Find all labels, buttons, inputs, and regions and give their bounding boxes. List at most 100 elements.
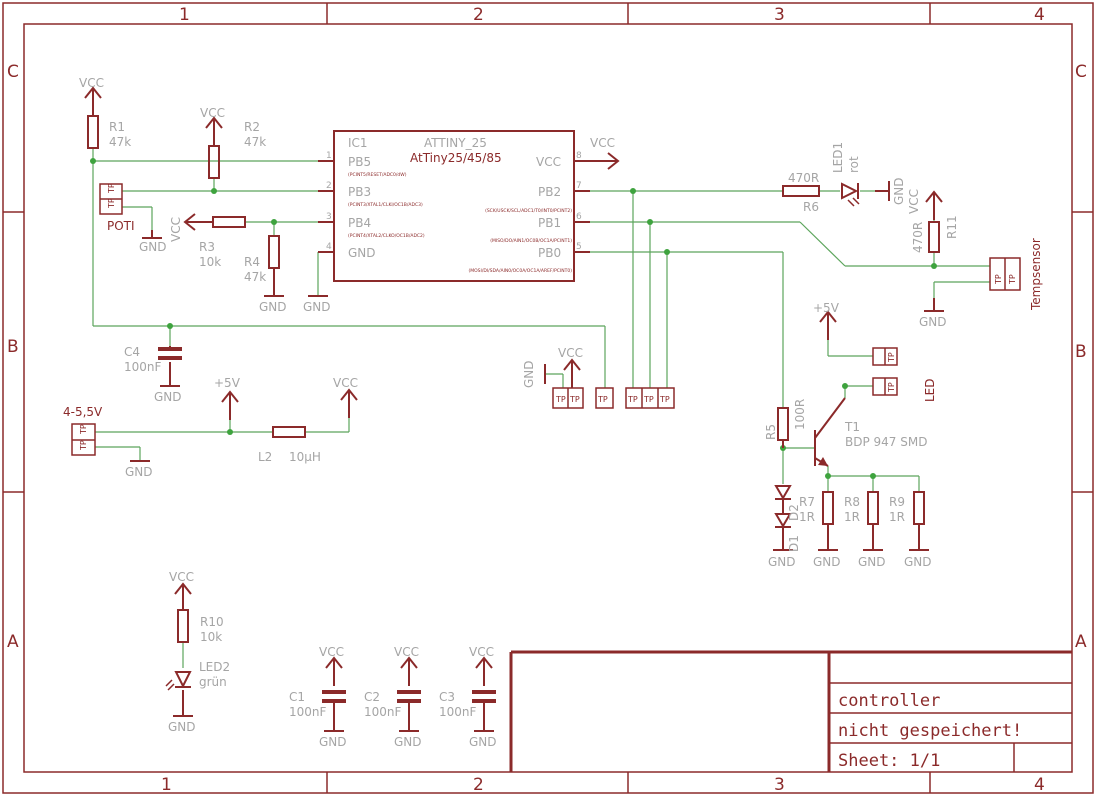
resistor-r11[interactable]: 470R R11 — [911, 215, 959, 253]
c4-name: C4 — [124, 345, 140, 359]
ic1-pin8-num: 8 — [576, 151, 582, 161]
resistor-r9[interactable]: R9 1R — [889, 491, 925, 525]
plus5v-label-led: +5V — [813, 301, 840, 315]
ic1-pin3-func: (PCINT4/XTAL2/CLKO/OC1B/ADC2) — [348, 233, 425, 239]
tp-pb5: TP — [597, 395, 608, 404]
testpoint-supply[interactable]: TP TP 4-5,5V — [63, 405, 103, 456]
testpoint-pb5[interactable]: TP — [595, 387, 614, 409]
transistor-t1[interactable]: T1 BDP 947 SMD — [814, 397, 927, 467]
ic1-pin1-func: (PCINT5/RESET/ADC0/dW) — [348, 172, 407, 178]
tp-supply-2: TP — [79, 440, 88, 451]
resistor-r1[interactable]: R1 47k — [87, 108, 131, 149]
gnd-label-c1: GND — [319, 735, 347, 749]
inductor-l2[interactable]: L2 10µH — [258, 426, 321, 464]
testpoint-led-minus[interactable]: TP LED — [872, 377, 937, 402]
testpoint-isp[interactable]: TP TP TP — [625, 387, 675, 409]
wires — [92, 148, 990, 668]
ic1-pin1-name: PB5 — [348, 155, 371, 169]
led2-value: grün — [199, 675, 227, 689]
ic1-pin4-name: GND — [348, 246, 376, 260]
capacitor-c2[interactable]: C2 100nF — [364, 690, 421, 719]
ic1-pin3-name: PB4 — [348, 216, 371, 230]
led2[interactable]: LED2 grün — [165, 660, 230, 691]
poti-label: POTI — [107, 219, 135, 233]
vcc-label-c3: VCC — [469, 645, 494, 659]
d1-name: D1 — [787, 535, 801, 552]
frame-row-a-left: A — [7, 632, 19, 652]
ic1-pin2-num: 2 — [326, 181, 332, 191]
vcc-label-r3: VCC — [169, 217, 183, 242]
t1-value: BDP 947 SMD — [845, 435, 927, 449]
ic1-pin6-num: 6 — [576, 212, 582, 222]
vcc-label-r11: VCC — [907, 189, 921, 214]
r11-name: R11 — [945, 215, 959, 239]
c2-name: C2 — [364, 690, 380, 704]
vcc-symbols: VCC VCC VCC VCC VCC VCC VCC +5V +5V VCC … — [79, 76, 943, 686]
testpoint-tempsensor[interactable]: TP TP Tempsensor — [989, 238, 1043, 311]
frame-col-4-bottom: 4 — [1034, 775, 1045, 795]
r9-name: R9 — [889, 495, 905, 509]
ic1-pin7-name: PB2 — [538, 185, 561, 199]
plus5v-label-supply: +5V — [214, 376, 241, 390]
capacitor-c1[interactable]: C1 100nF — [289, 690, 346, 719]
gnd-label-led2: GND — [168, 720, 196, 734]
vcc-label-l2: VCC — [333, 376, 358, 390]
gnd-label-r4: GND — [259, 300, 287, 314]
vcc-label-tp: VCC — [558, 346, 583, 360]
r9-value: 1R — [889, 510, 905, 524]
resistor-r5[interactable]: R5 100R — [764, 399, 807, 448]
frame-col-3-bottom: 3 — [774, 775, 785, 795]
ic1-pin5-num: 5 — [576, 242, 582, 252]
t1-name: T1 — [844, 420, 860, 434]
r2-value: 47k — [244, 135, 266, 149]
vcc-label-ic: VCC — [590, 136, 615, 150]
resistor-r7[interactable]: R7 1R — [799, 491, 834, 525]
testpoint-led-plus[interactable]: TP — [872, 347, 898, 366]
gnd-label-r7: GND — [813, 555, 841, 569]
ic1-pin3-num: 3 — [326, 212, 332, 222]
frame-col-1-top: 1 — [179, 5, 190, 25]
title-block: controller nicht gespeichert! Sheet: 1/1 — [509, 650, 1072, 772]
ic1-pin1-num: 1 — [326, 151, 332, 161]
testpoint-gnd-vcc[interactable]: TP TP — [552, 387, 584, 409]
capacitor-c4[interactable]: C4 100nF — [124, 345, 182, 374]
tp-pb1: TP — [643, 395, 654, 404]
r5-name: R5 — [764, 424, 778, 440]
ic1-pin5-name: PB0 — [538, 246, 561, 260]
ic1-desc: AtTiny25/45/85 — [410, 151, 502, 165]
gnd-label-tp: GND — [522, 360, 536, 388]
vcc-label-r1: VCC — [79, 76, 104, 90]
tp-temp-2: TP — [1008, 274, 1017, 285]
resistor-r8[interactable]: R8 1R — [844, 491, 879, 525]
ic1-pin5-func: (MOSI/DI/SDA/AIN0/OC0A/OC1A/AREF/PCINT0) — [468, 268, 572, 274]
capacitor-c3[interactable]: C3 100nF — [439, 690, 496, 719]
diodes-d1-d2[interactable]: D2 D1 — [774, 485, 801, 552]
ic1-pin6-func: (MISO/DO/AIN1/OC0B/OC1A/PCINT1) — [490, 238, 572, 244]
gnd-label-c2: GND — [394, 735, 422, 749]
ic1-pin2-name: PB3 — [348, 185, 371, 199]
resistor-r3[interactable]: R3 10k — [199, 216, 246, 269]
testpoint-poti[interactable]: TP TP POTI — [99, 183, 135, 233]
resistor-r2[interactable]: R2 47k — [208, 120, 266, 179]
ic1-attiny25[interactable]: IC1 ATTINY_25 AtTiny25/45/85 1 PB5 (PCIN… — [318, 130, 590, 282]
resistor-r10[interactable]: R10 10k — [177, 609, 224, 644]
resistor-r6[interactable]: 470R R6 — [782, 171, 820, 214]
vcc-label-r10: VCC — [169, 570, 194, 584]
frame-col-4-top: 4 — [1034, 5, 1045, 25]
ic1-pin6-name: PB1 — [538, 216, 561, 230]
status-text: nicht gespeichert! — [838, 721, 1022, 741]
led1[interactable]: LED1 rot — [831, 142, 861, 207]
frame-col-3-top: 3 — [774, 5, 785, 25]
r3-name: R3 — [199, 240, 215, 254]
r6-value: 470R — [788, 171, 819, 185]
tp-pb0: TP — [659, 395, 670, 404]
l2-name: L2 — [258, 450, 272, 464]
frame-row-c-right: C — [1075, 62, 1087, 82]
supply-label: 4-5,5V — [63, 405, 103, 419]
tp-gnd: TP — [555, 395, 566, 404]
r1-value: 47k — [109, 135, 131, 149]
resistor-r4[interactable]: R4 47k — [244, 235, 280, 284]
ic1-pin8-name: VCC — [536, 155, 561, 169]
